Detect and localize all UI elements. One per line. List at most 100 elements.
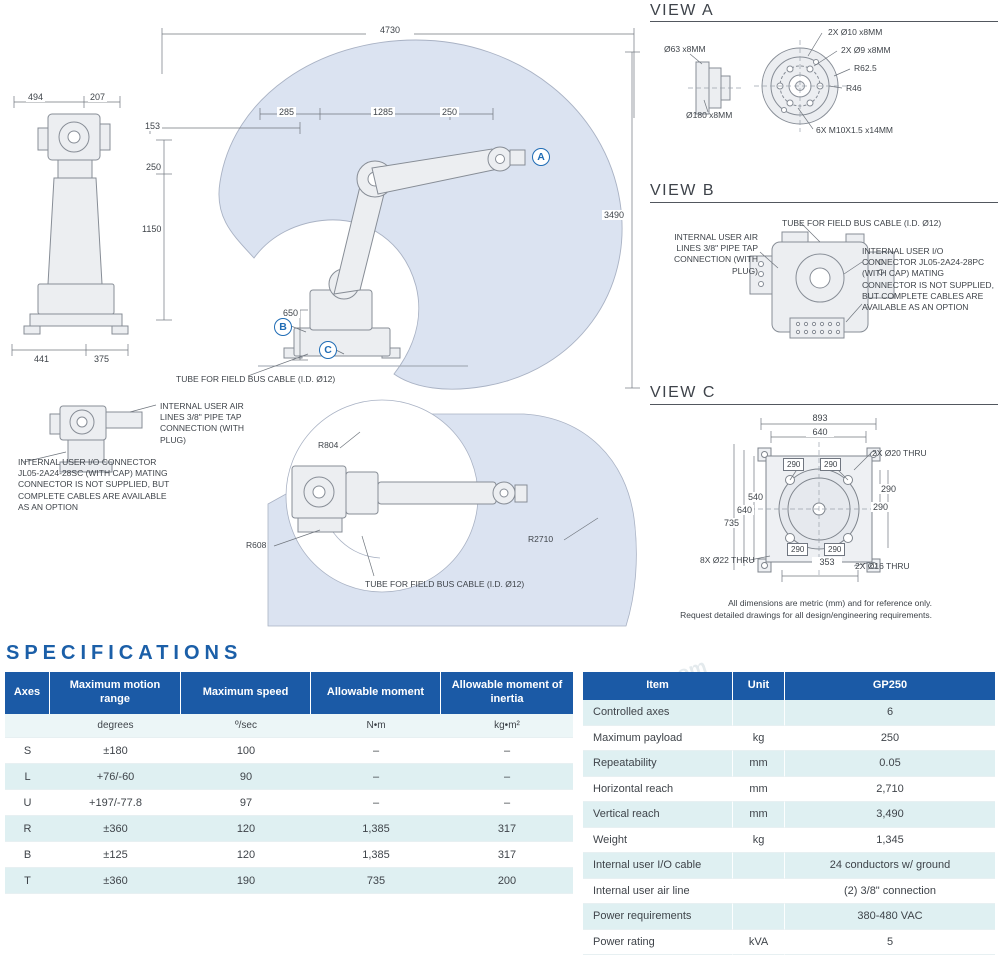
view-c-rule: [650, 404, 998, 405]
detail-tube-note: TUBE FOR FIELD BUS CABLE (I.D. Ø12): [365, 579, 525, 589]
table-cell: 1,385: [311, 816, 441, 842]
dim-650: 650: [281, 308, 301, 318]
radius-r608: R608: [246, 540, 267, 550]
table-cell: 1,385: [311, 842, 441, 868]
view-a-r625-label: R62.5: [854, 63, 877, 73]
view-a-title: VIEW A: [650, 2, 715, 19]
work-envelope-drawing: [149, 28, 640, 390]
dim-735: 735: [722, 518, 742, 528]
balloon-a: A: [532, 148, 550, 166]
dim-2x-o20-thru: 2X Ø20 THRU: [872, 448, 927, 458]
robot-front-view-drawing: [11, 96, 129, 356]
horizontal-reach-drawing: [267, 399, 637, 627]
table-cell: R: [5, 816, 50, 842]
spec-unit: kg: [733, 725, 785, 751]
unit-cell: degrees: [50, 714, 181, 738]
dim-285: 285: [277, 107, 297, 117]
dim-1150: 1150: [140, 224, 164, 234]
dim-250-left: 250: [144, 162, 164, 172]
table-cell: 120: [181, 816, 311, 842]
column-header-axes: Axes: [5, 672, 50, 714]
dim-207: 207: [88, 92, 108, 102]
dim-2x-o16-thru: 2X Ø16 THRU: [855, 561, 910, 571]
view-c-drawing: [733, 418, 889, 582]
general-spec-table: Item Unit GP250 Controlled axes 6 Maximu…: [583, 672, 995, 955]
spec-unit: mm: [733, 776, 785, 802]
view-a-rule: [650, 21, 998, 22]
table-cell: –: [441, 738, 573, 764]
air-lines-note: INTERNAL USER AIR LINES 3/8" PIPE TAP CO…: [160, 401, 245, 445]
table-cell: 100: [181, 738, 311, 764]
dim-893: 893: [800, 413, 840, 423]
dim-290-box-1: 290: [783, 458, 805, 471]
radius-r804: R804: [318, 440, 339, 450]
spec-item: Internal user air line: [583, 878, 733, 904]
table-cell: 317: [441, 816, 573, 842]
dim-375: 375: [92, 354, 112, 364]
table-cell: –: [441, 790, 573, 816]
table-cell: –: [311, 764, 441, 790]
dim-441: 441: [32, 354, 52, 364]
table-cell: 317: [441, 842, 573, 868]
table-cell: T: [5, 868, 50, 894]
io-connector-note: INTERNAL USER I/O CONNECTOR JL05-2A24-28…: [18, 457, 170, 512]
dimensions-footnote: All dimensions are metric (mm) and for r…: [610, 598, 932, 622]
column-header-item: Item: [583, 672, 733, 700]
spec-value: 24 conductors w/ ground: [785, 853, 995, 879]
spec-value: 1,345: [785, 827, 995, 853]
dim-4730: 4730: [366, 25, 414, 35]
spec-value: 5: [785, 929, 995, 955]
spec-value: 3,490: [785, 802, 995, 828]
spec-value: (2) 3/8" connection: [785, 878, 995, 904]
table-cell: U: [5, 790, 50, 816]
spec-unit: mm: [733, 751, 785, 777]
spec-value: 250: [785, 725, 995, 751]
unit-cell: kg•m²: [441, 714, 573, 738]
dim-290-box-4: 290: [824, 543, 846, 556]
table-cell: ±180: [50, 738, 181, 764]
spec-item: Controlled axes: [583, 700, 733, 726]
table-cell: L: [5, 764, 50, 790]
spec-value: 0.05: [785, 751, 995, 777]
table-cell: ±360: [50, 868, 181, 894]
spec-unit: [733, 853, 785, 879]
spec-item: Internal user I/O cable: [583, 853, 733, 879]
dim-250-top: 250: [440, 107, 460, 117]
dim-290-right-1: 290: [879, 484, 899, 494]
dim-8x-o22-thru: 8X Ø22 THRU: [700, 555, 755, 565]
unit-cell: [5, 714, 50, 738]
view-b-air-note: INTERNAL USER AIR LINES 3/8" PIPE TAP CO…: [673, 232, 758, 276]
table-cell: 97: [181, 790, 311, 816]
specifications-title: SPECIFICATIONS: [6, 642, 243, 664]
spec-value: 6: [785, 700, 995, 726]
table-cell: –: [311, 790, 441, 816]
dim-290-box-3: 290: [787, 543, 809, 556]
axes-spec-table: Axes Maximum motion range Maximum speed …: [5, 672, 573, 894]
dim-153: 153: [143, 121, 163, 131]
view-a-d9-label: 2X Ø9 x8MM: [841, 45, 891, 55]
spec-item: Horizontal reach: [583, 776, 733, 802]
table-cell: 90: [181, 764, 311, 790]
view-b-io-note: INTERNAL USER I/O CONNECTOR JL05-2A24-28…: [862, 246, 994, 313]
column-header-max-speed: Maximum speed: [181, 672, 311, 714]
spec-unit: kg: [733, 827, 785, 853]
column-header-moment-inertia: Allowable moment of inertia: [441, 672, 573, 714]
spec-item: Weight: [583, 827, 733, 853]
view-a-r46-label: R46: [846, 83, 862, 93]
spec-unit: [733, 878, 785, 904]
column-header-motion-range: Maximum motion range: [50, 672, 181, 714]
dim-290-right-2: 290: [871, 502, 891, 512]
spec-item: Power rating: [583, 929, 733, 955]
unit-cell: º/sec: [181, 714, 311, 738]
table-cell: –: [311, 738, 441, 764]
dim-494: 494: [26, 92, 46, 102]
connector-detail-drawing: [23, 404, 157, 473]
view-c-title: VIEW C: [650, 384, 716, 401]
spec-unit: [733, 700, 785, 726]
table-cell: 735: [311, 868, 441, 894]
table-cell: ±125: [50, 842, 181, 868]
table-cell: +197/-77.8: [50, 790, 181, 816]
spec-item: Repeatability: [583, 751, 733, 777]
spec-item: Vertical reach: [583, 802, 733, 828]
